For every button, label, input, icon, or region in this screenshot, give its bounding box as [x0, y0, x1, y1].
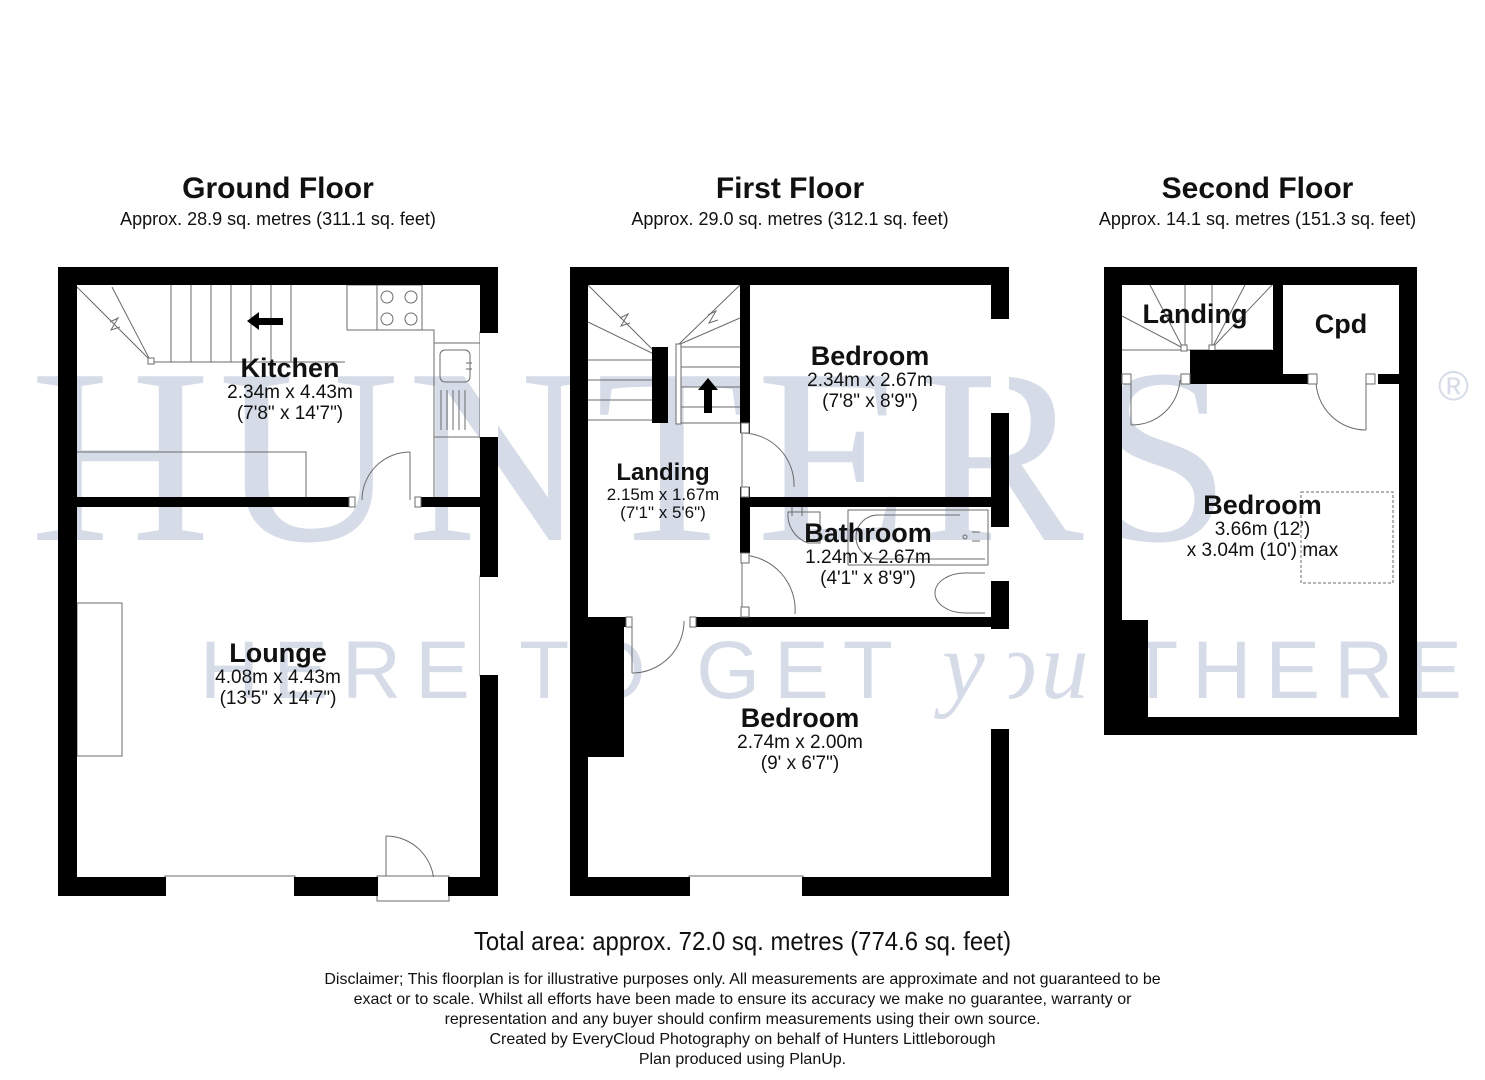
door-first-bedroom-2: [631, 620, 685, 674]
room-name: Kitchen: [240, 353, 340, 383]
room-name: Landing: [1142, 299, 1248, 329]
second-floor-title: Second Floor: [1161, 172, 1354, 205]
room-name: Bedroom: [810, 341, 930, 371]
velux-window-outline: [1300, 491, 1394, 584]
sink-icon: [434, 342, 480, 438]
room-dimensions-metric: 1.24m x 2.67m: [805, 547, 931, 569]
room-dimensions-metric: 2.34m x 2.67m: [807, 370, 933, 392]
room-second-landing: Landing: [1125, 299, 1265, 329]
room-dimensions-imperial: (9' x 6'7"): [760, 752, 840, 774]
ground-inner-wall-right: [421, 497, 481, 507]
room-dimensions-imperial: (7'8" x 8'9"): [822, 390, 918, 412]
room-name: Bathroom: [804, 518, 932, 548]
second-floor-area: Approx. 14.1 sq. metres (151.3 sq. feet): [1098, 209, 1417, 229]
disclaimer-line: representation and any buyer should conf…: [444, 1011, 1041, 1028]
ground-floor-title: Ground Floor: [182, 172, 374, 205]
room-bathroom: Bathroom 1.24m x 2.67m (4'1" x 8'9"): [768, 518, 968, 589]
room-dimensions-metric: 4.08m x 4.43m: [215, 667, 341, 689]
first-floor-area: Approx. 29.0 sq. metres (312.1 sq. feet): [631, 209, 949, 229]
second-floor-eaves-block: [1122, 620, 1148, 717]
total-area: Total area: approx. 72.0 sq. metres (774…: [473, 926, 1012, 956]
door-second-landing: [1130, 379, 1181, 426]
first-wall-bathroom-bedroom2: [696, 617, 992, 627]
credit-line: Created by EveryCloud Photography on beh…: [489, 1031, 996, 1048]
room-dimensions-imperial: (7'1" x 5'6"): [620, 503, 706, 523]
room-lounge: Lounge 4.08m x 4.43m (13'5" x 14'7"): [178, 638, 378, 709]
bath-icon: [847, 509, 989, 566]
door-cupboard: [1315, 379, 1367, 431]
room-second-bedroom: Bedroom 3.66m (12') x 3.04m (10') max: [1150, 490, 1375, 561]
door-kitchen-lounge: [361, 451, 411, 501]
room-dimensions-metric: 3.66m (12'): [1214, 519, 1311, 541]
room-dimensions-imperial: (13'5" x 14'7"): [219, 687, 337, 709]
room-name: Bedroom: [1203, 490, 1322, 520]
room-name: Lounge: [229, 638, 327, 668]
room-first-bedroom-1: Bedroom 2.34m x 2.67m (7'8" x 8'9"): [770, 341, 970, 412]
arrow-left-icon: [247, 312, 283, 330]
software-credit-line: Plan produced using PlanUp.: [638, 1051, 847, 1068]
first-floor-title: First Floor: [715, 172, 865, 205]
ground-inner-wall-left: [77, 497, 349, 507]
room-dimensions-metric: 2.15m x 1.67m: [606, 484, 720, 504]
disclaimer: Disclaimer; This floorplan is for illust…: [240, 970, 1245, 1070]
ground-floor-area: Approx. 28.9 sq. metres (311.1 sq. feet): [120, 209, 436, 229]
second-wall-block: [1190, 350, 1283, 384]
room-name: Landing: [616, 459, 710, 486]
room-first-bedroom-2: Bedroom 2.74m x 2.00m (9' x 6'7"): [700, 703, 900, 774]
toilet-icon: [934, 572, 985, 614]
door-first-bedroom-1: [741, 432, 795, 488]
room-dimensions-imperial: x 3.04m (10') max: [1186, 539, 1339, 561]
door-bathroom: [741, 554, 796, 616]
first-wall-stair-bedroom: [740, 285, 750, 433]
room-name: Cpd: [1314, 309, 1368, 339]
disclaimer-line: Disclaimer; This floorplan is for illust…: [324, 971, 1161, 988]
room-dimensions-imperial: (7'8" x 14'7"): [236, 402, 344, 424]
room-kitchen: Kitchen 2.34m x 4.43m (7'8" x 14'7"): [190, 353, 390, 424]
first-stair-divider: [652, 347, 668, 423]
chimney-breast: [76, 602, 123, 757]
kitchen-counter: [77, 451, 307, 497]
basin-icon: [787, 507, 821, 544]
room-dimensions-metric: 2.34m x 4.43m: [227, 382, 353, 404]
room-dimensions-metric: 2.74m x 2.00m: [737, 732, 863, 754]
room-name: Bedroom: [740, 703, 860, 733]
disclaimer-line: exact or to scale. Whilst all efforts ha…: [353, 991, 1132, 1008]
room-first-landing: Landing 2.15m x 1.67m (7'1" x 5'6"): [563, 460, 763, 523]
second-wall-landing-cpd: [1273, 285, 1283, 353]
first-floor-chimney: [588, 617, 624, 757]
room-dimensions-imperial: (4'1" x 8'9"): [820, 567, 916, 589]
first-wall-bedroom-bathroom: [740, 497, 992, 507]
arrow-up-icon: [698, 378, 718, 413]
room-cupboard: Cpd: [1283, 309, 1399, 339]
walls: [58, 267, 1417, 896]
